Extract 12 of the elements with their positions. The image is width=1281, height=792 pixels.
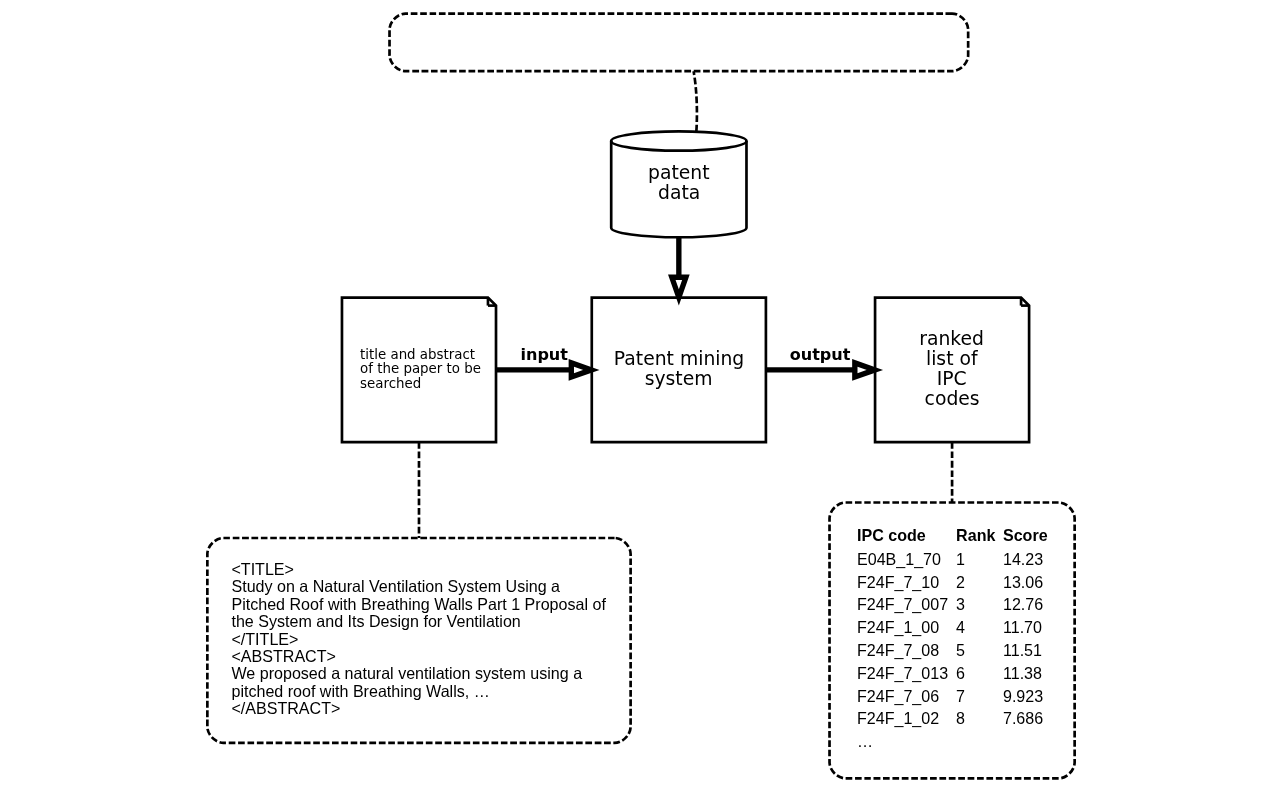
node-box: Patent mining system: [589, 296, 767, 444]
connector: [691, 71, 698, 132]
node-box: <TITLE> Study on a Natural Ventilation System Using a Pitched Roof with Breathing Walls Part 1 Proposal of the System and Its Design for Ventilation </TITLE> <ABSTRACT> We proposed a natural ventilation system using a pitched roof with Breathing Walls, … </ABSTRACT>: [205, 536, 632, 745]
node-box: [387, 12, 969, 73]
connector: [950, 442, 953, 503]
arrow: [667, 237, 690, 306]
arrow: [765, 359, 883, 381]
arrow: [495, 359, 599, 381]
connector: [417, 442, 420, 538]
edge-label: input: [519, 344, 568, 364]
node-box: IPC code Rank Score E04B_1_70 1 14.23 F24F_7_10 2 13.06 F24F_7_007 3 12.76 F24F_1_00 4 11.70 F24F_7_08 5 11.51 F24F_7_013 6 11.38 F24F_7_06 7 9.923 F24F_1_02 8 7.686 …: [827, 501, 1076, 780]
edge-label: output: [789, 344, 850, 364]
